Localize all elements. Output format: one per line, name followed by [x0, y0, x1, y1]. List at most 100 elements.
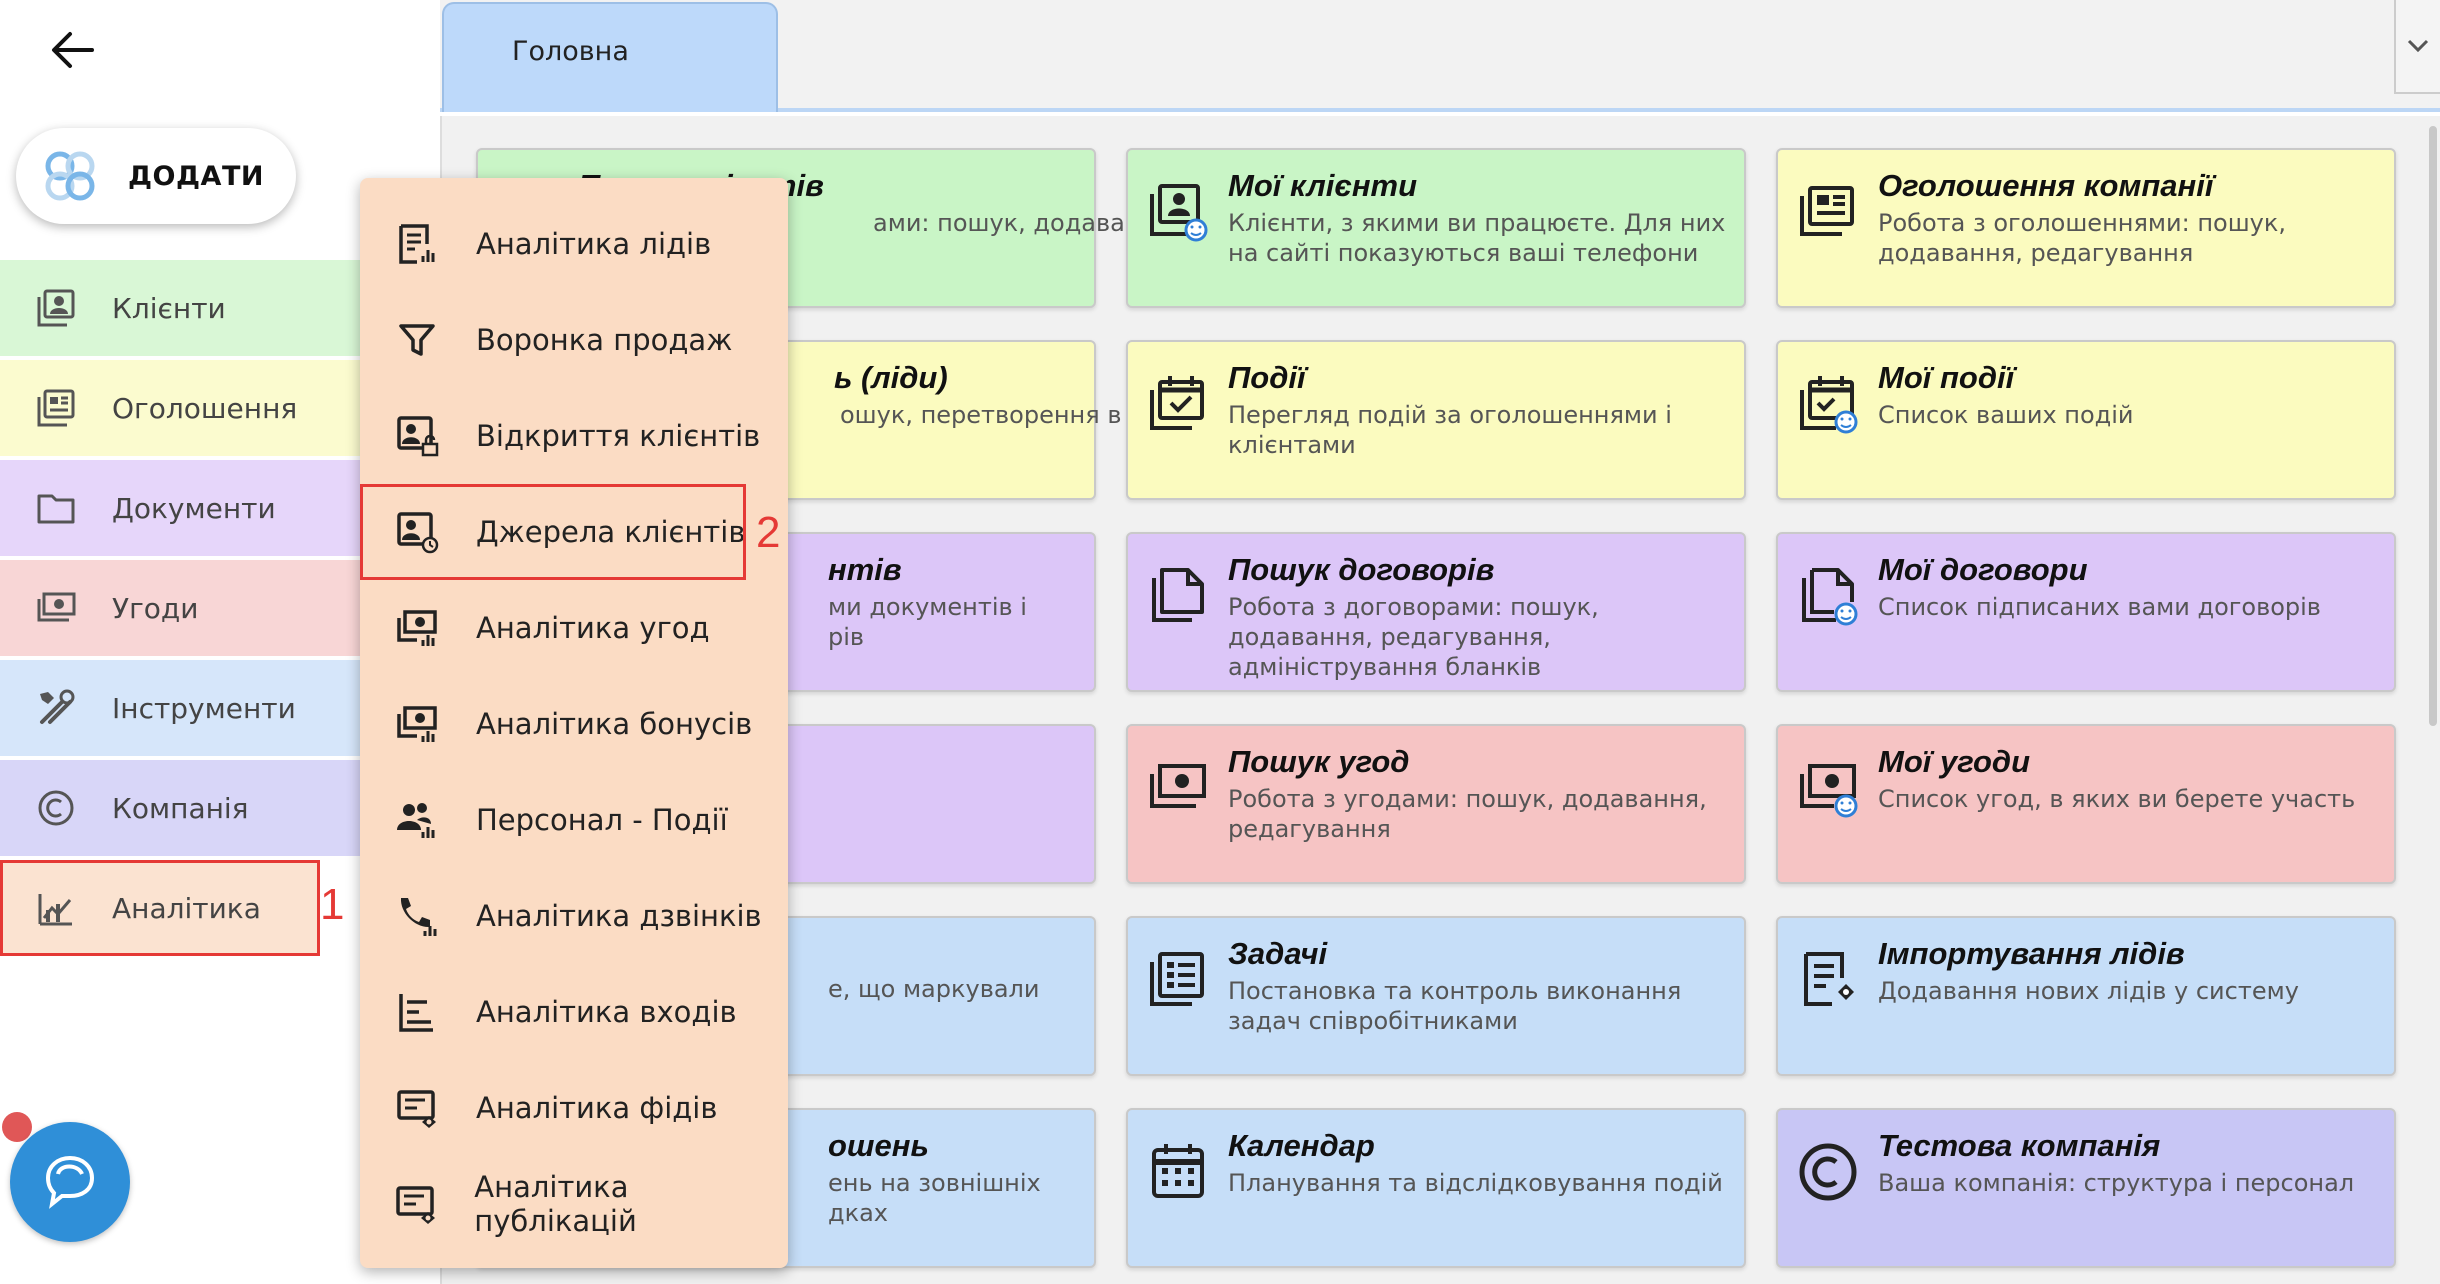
card-desc: Клієнти, з якими ви працюєте. Для них на…	[1228, 209, 1726, 267]
sidebar-item-label: Угоди	[112, 591, 199, 625]
menu-item-sales-funnel[interactable]: Воронка продаж	[360, 292, 788, 388]
funnel-icon	[394, 317, 440, 363]
menu-item-label: Персонал - Події	[476, 803, 728, 837]
card-desc: Перегляд подій за оголошеннями і клієнта…	[1228, 401, 1672, 459]
bonus-analytics-icon	[394, 701, 440, 747]
card-my-contracts[interactable]: Мої договори Список підписаних вами дого…	[1776, 532, 2396, 692]
card-desc: ми документів і рів	[828, 593, 1027, 651]
lead-analytics-icon	[394, 221, 440, 267]
menu-item-label: Аналітика бонусів	[476, 707, 753, 741]
tab-bar: Головна	[440, 0, 2440, 112]
menu-item-label: Аналітика входів	[476, 995, 737, 1029]
calendar-icon	[1152, 1144, 1204, 1198]
card-title: Задачі	[1228, 936, 1328, 971]
chat-icon	[45, 1155, 95, 1209]
deal-analytics-icon	[394, 605, 440, 651]
card-title: ошень	[828, 1128, 929, 1163]
client-sources-icon	[394, 509, 440, 555]
menu-item-lead-analytics[interactable]: Аналітика лідів	[360, 196, 788, 292]
notification-dot	[2, 1112, 32, 1142]
card-title: Тестова компанія	[1878, 1128, 2161, 1163]
clients-icon	[34, 286, 78, 330]
login-analytics-icon	[394, 989, 440, 1035]
tab-home[interactable]: Головна	[442, 2, 778, 112]
card-lead-import[interactable]: Імпортування лідів Додавання нових лідів…	[1776, 916, 2396, 1076]
card-desc: Список підписаних вами договорів	[1878, 593, 2321, 621]
menu-item-client-openings[interactable]: Відкриття клієнтів	[360, 388, 788, 484]
analytics-icon	[34, 886, 78, 930]
card-my-deals[interactable]: Мої угоди Список угод, в яких ви берете …	[1776, 724, 2396, 884]
callout-1: 1	[320, 880, 345, 929]
card-desc: Список ваших подій	[1878, 401, 2134, 429]
card-desc: е, що маркували	[828, 975, 1040, 1003]
my-contracts-icon	[1802, 568, 1858, 626]
card-desc: ень на зовнішніх дках	[828, 1169, 1041, 1227]
card-desc: Планування та відслідковування подій	[1228, 1169, 1723, 1197]
menu-item-bonus-analytics[interactable]: Аналітика бонусів	[360, 676, 788, 772]
sidebar-item-label: Документи	[112, 491, 276, 525]
card-title: Події	[1228, 360, 1306, 395]
card-company-listings[interactable]: Оголошення компанії Робота з оголошенням…	[1776, 148, 2396, 308]
card-desc: Ваша компанія: структура і персонал	[1878, 1169, 2355, 1197]
chat-button[interactable]	[10, 1122, 130, 1242]
card-title: Імпортування лідів	[1878, 936, 2185, 971]
back-button[interactable]	[44, 22, 100, 78]
listings-icon	[34, 386, 78, 430]
card-events[interactable]: Події Перегляд подій за оголошеннями і к…	[1126, 340, 1746, 500]
scrollbar-thumb[interactable]	[2429, 126, 2437, 726]
menu-item-label: Аналітика публікацій	[474, 1170, 637, 1238]
card-desc: Робота з угодами: пошук, додавання, реда…	[1228, 785, 1707, 843]
call-analytics-icon	[394, 893, 440, 939]
arrow-left-icon	[52, 32, 94, 68]
card-title: Календар	[1228, 1128, 1375, 1163]
import-leads-icon	[1804, 952, 1854, 1006]
card-title: Оголошення компанії	[1878, 168, 2214, 203]
feed-analytics-icon	[394, 1085, 440, 1131]
menu-item-staff-events[interactable]: Персонал - Події	[360, 772, 788, 868]
menu-item-label: Аналітика дзвінків	[476, 899, 762, 933]
card-calendar[interactable]: Календар Планування та відслідковування …	[1126, 1108, 1746, 1268]
card-test-company[interactable]: Тестова компанія Ваша компанія: структур…	[1776, 1108, 2396, 1268]
card-my-events[interactable]: Мої події Список ваших подій	[1776, 340, 2396, 500]
menu-item-call-analytics[interactable]: Аналітика дзвінків	[360, 868, 788, 964]
money-icon	[34, 586, 78, 630]
menu-item-feed-analytics[interactable]: Аналітика фідів	[360, 1060, 788, 1156]
card-desc: Список угод, в яких ви берете участь	[1878, 785, 2356, 813]
callout-2: 2	[756, 508, 781, 557]
my-events-icon	[1800, 376, 1858, 434]
card-title: ь (ліди)	[834, 360, 948, 395]
menu-item-login-analytics[interactable]: Аналітика входів	[360, 964, 788, 1060]
menu-item-publication-analytics[interactable]: Аналітика публікацій	[360, 1156, 788, 1252]
sidebar-item-analytics[interactable]: Аналітика	[0, 860, 320, 956]
staff-events-icon	[394, 797, 440, 843]
card-title: Мої угоди	[1878, 744, 2031, 779]
tab-dropdown-button[interactable]	[2394, 0, 2440, 94]
card-title: Пошук договорів	[1228, 552, 1495, 587]
menu-item-client-sources[interactable]: Джерела клієнтів	[360, 484, 746, 580]
card-desc: Робота з договорами: пошук, додавання, р…	[1228, 593, 1599, 681]
folder-icon	[34, 486, 78, 530]
card-my-clients[interactable]: Мої клієнти Клієнти, з якими ви працюєте…	[1126, 148, 1746, 308]
card-deal-search[interactable]: Пошук угод Робота з угодами: пошук, дода…	[1126, 724, 1746, 884]
card-contract-search[interactable]: Пошук договорів Робота з договорами: пош…	[1126, 532, 1746, 692]
add-logo-icon	[45, 151, 95, 201]
menu-item-label: Аналітика фідів	[476, 1091, 718, 1125]
card-title: нтів	[828, 552, 902, 587]
money-icon	[1150, 764, 1206, 808]
analytics-submenu: Аналітика лідів Воронка продаж Відкриття…	[360, 178, 788, 1268]
sidebar-item-label: Аналітика	[112, 891, 261, 925]
menu-item-deal-analytics[interactable]: Аналітика угод	[360, 580, 788, 676]
card-title: Пошук угод	[1228, 744, 1410, 779]
chevron-down-icon	[2407, 39, 2429, 53]
calendar-check-icon	[1150, 376, 1204, 430]
card-desc: ошук, перетворення в	[840, 401, 1122, 429]
main-scrollbar[interactable]	[2426, 116, 2440, 1284]
publication-analytics-icon	[394, 1181, 438, 1227]
sidebar-item-label: Клієнти	[112, 291, 226, 325]
card-desc: Додавання нових лідів у систему	[1878, 977, 2299, 1005]
menu-item-label: Аналітика лідів	[476, 227, 712, 261]
copyright-icon	[34, 786, 78, 830]
card-tasks[interactable]: Задачі Постановка та контроль виконання …	[1126, 916, 1746, 1076]
add-button[interactable]: ДОДАТИ	[16, 128, 296, 224]
menu-item-label: Відкриття клієнтів	[476, 419, 761, 453]
